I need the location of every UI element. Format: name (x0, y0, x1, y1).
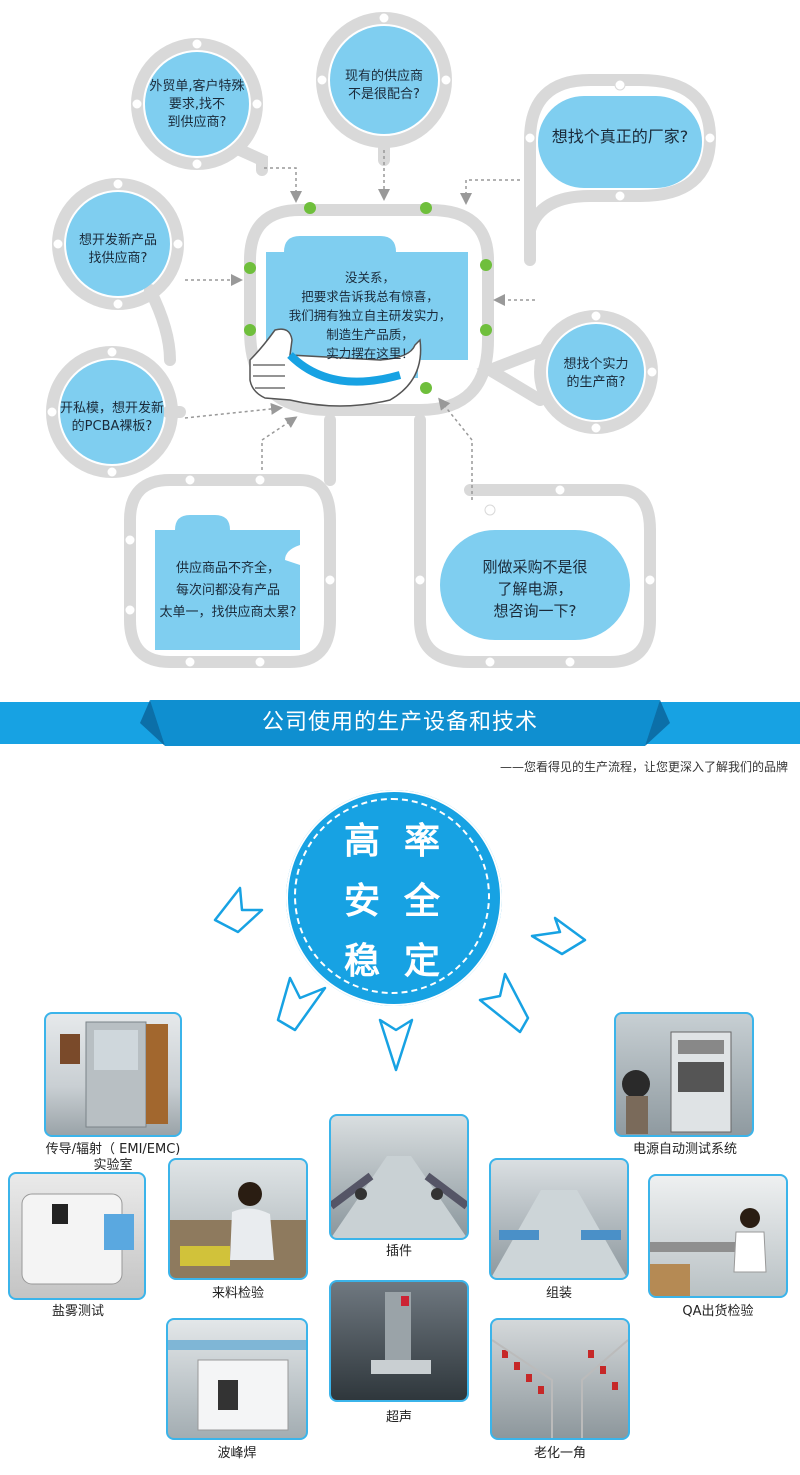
chevron-right-icon (530, 916, 587, 956)
center-line-5: 实力摆在这里！ (326, 346, 414, 361)
caption-assembly: 组装 (545, 1286, 572, 1301)
bubble-private-mold: 开私模，想开发新 的PCBA裸板? (60, 401, 165, 434)
value-glyph-5: 稳 (344, 940, 381, 982)
chevron-down-right-icon (478, 972, 530, 1034)
thumbs-up-icon (249, 328, 422, 407)
photo-salt-spray (8, 1172, 146, 1300)
center-message: 没关系， 把要求告诉我总有惊喜， 我们拥有独立自主研发实力， 制造生产品质， 实… (270, 268, 470, 363)
value-glyph-4: 全 (404, 880, 441, 922)
photo-aging (490, 1318, 630, 1440)
photo-power-test (614, 1012, 754, 1137)
caption-incoming: 来料检验 (211, 1286, 264, 1301)
caption-power-test: 电源自动测试系统 (632, 1142, 737, 1157)
value-glyph-1: 高 (344, 820, 381, 862)
chevron-arrows (213, 886, 587, 1072)
value-glyph-6: 定 (404, 940, 441, 982)
caption-insert: 插件 (385, 1244, 412, 1259)
bubble-new-product: 想开发新产品 找供应商? (78, 233, 157, 266)
center-line-3: 我们拥有独立自主研发实力， (288, 308, 452, 323)
caption-ultrasonic: 超声 (385, 1410, 412, 1425)
chevron-down-icon (378, 1018, 414, 1072)
section-banner (0, 700, 800, 746)
value-glyph-3: 安 (344, 880, 381, 922)
photo-ultrasonic (329, 1280, 469, 1402)
caption-wave-solder: 波峰焊 (217, 1446, 257, 1461)
bubble-current-supplier: 现有的供应商 不是很配合? (344, 69, 423, 102)
caption-salt-spray: 盐雾测试 (51, 1304, 104, 1319)
value-glyph-2: 率 (404, 820, 441, 862)
caption-emi-lab: 传导/辐射（ EMI/EMC) 实验室 (45, 1142, 181, 1173)
center-line-4: 制造生产品质， (326, 327, 414, 342)
bubble-incomplete-products: 供应商品不齐全， 每次问都没有产品 太单一，找供应商太累? (159, 561, 297, 620)
bubble-strong-producer: 想找个实力 的生产商? (563, 357, 629, 390)
values-ring (294, 798, 490, 994)
chevron-left-icon (213, 886, 264, 934)
banner-subtitle: ——您看得见的生产流程，让您更深入了解我们的品牌 (499, 760, 788, 774)
banner-title: 公司使用的生产设备和技术 (261, 710, 538, 735)
chevron-down-left-icon (276, 976, 327, 1032)
photo-emi-lab (44, 1012, 182, 1137)
photo-assembly (489, 1158, 629, 1280)
photo-qa (648, 1174, 788, 1298)
photo-wave-solder (166, 1318, 308, 1440)
center-line-2: 把要求告诉我总有惊喜， (301, 289, 439, 304)
flow-diagram-frame (46, 12, 717, 668)
values-circle: 高 率 安 全 稳 定 (286, 790, 502, 1006)
center-line-1: 没关系， (344, 270, 395, 285)
photo-insert (329, 1114, 469, 1240)
bubble-real-factory: 想找个真正的厂家? (551, 127, 689, 146)
bubble-foreign-trade: 外贸单,客户特殊 要求,找不 到供应商? (149, 79, 245, 130)
photo-incoming (168, 1158, 308, 1280)
bubble-new-buyer: 刚做采购不是很 了解电源， 想咨询一下? (482, 558, 588, 620)
caption-qa: QA出货检验 (682, 1304, 754, 1319)
caption-aging: 老化一角 (533, 1446, 586, 1461)
